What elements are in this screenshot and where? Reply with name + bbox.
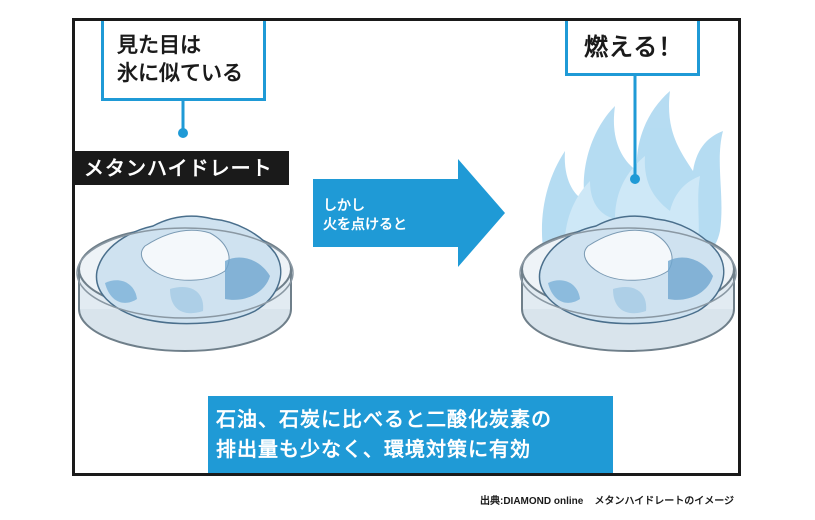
- callout-dot-left: [178, 128, 188, 138]
- summary-line-2: 排出量も少なく、環境対策に有効: [216, 437, 531, 461]
- burns-text: 燃える！: [584, 33, 684, 61]
- summary-line-1: 石油、石炭に比べると二酸化炭素の: [216, 407, 552, 431]
- petri-dish-left: [76, 215, 294, 352]
- summary-box: 石油、石炭に比べると二酸化炭素の 排出量も少なく、環境対策に有効: [208, 396, 613, 473]
- arrow-line-2: 火を点けると: [323, 217, 407, 233]
- figure-frame: 見た目は 氷に似ている 燃える！ メタンハイドレート しかし 火を点けると 石油…: [72, 18, 741, 476]
- credit-caption: メタンハイドレートのイメージ: [594, 496, 735, 507]
- appearance-line-1: 見た目は: [117, 33, 201, 57]
- methane-hydrate-label: メタンハイドレート: [75, 151, 289, 185]
- arrow-caption: しかし 火を点けると: [323, 197, 407, 235]
- appearance-line-2: 氷に似ている: [117, 61, 243, 85]
- credit-source: 出典:DIAMOND online: [480, 496, 584, 507]
- callout-dot-right: [630, 174, 640, 184]
- arrow-line-1: しかし: [323, 198, 365, 214]
- right-arrow: [313, 159, 505, 267]
- illustration: [76, 76, 737, 352]
- burns-callout: 燃える！: [565, 21, 700, 76]
- petri-dish-right: [519, 215, 737, 352]
- appearance-callout: 見た目は 氷に似ている: [101, 21, 266, 101]
- credit-line: 出典:DIAMOND online メタンハイドレートのイメージ: [480, 492, 734, 507]
